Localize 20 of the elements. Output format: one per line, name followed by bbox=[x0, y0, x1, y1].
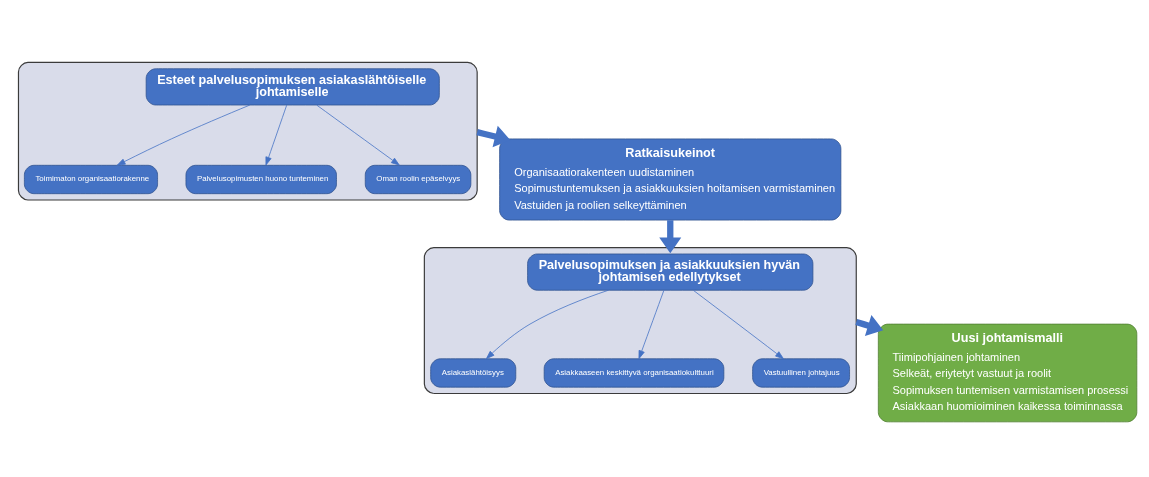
arrow bbox=[659, 219, 682, 253]
node-box: Vastuullinen johtajuus bbox=[752, 357, 850, 388]
node-box: Oman roolin epäselvyys bbox=[364, 164, 472, 194]
node-box: Esteet palvelusopimuksen asiakaslähtöiselle johtamiselle bbox=[145, 67, 440, 105]
arrow bbox=[486, 289, 609, 359]
node-box: Asiakaslähtöisyys bbox=[430, 357, 517, 388]
cluster bbox=[17, 61, 478, 201]
arrow bbox=[116, 104, 251, 166]
arrow bbox=[476, 125, 511, 147]
node-box: Palvelusopimuksen ja asiakkuuksien hyvän johtamisen edellytykset bbox=[527, 253, 814, 291]
node-box: Palvelusopimusten huono tunteminen bbox=[185, 164, 337, 194]
arrow bbox=[316, 104, 400, 165]
node-box: Ratkaisukeinot Organisaatiorakenteen uudistaminen Sopimustuntemuksen ja asiakkuuksien hoitamisen varmistaminen Vastuiden ja roolien selkeyttäminen bbox=[499, 138, 842, 220]
arrow bbox=[265, 104, 288, 165]
cluster bbox=[423, 246, 857, 394]
arrow bbox=[693, 289, 784, 359]
node-box: Toimimaton organisaatiorakenne bbox=[24, 164, 158, 194]
arrow bbox=[638, 289, 665, 359]
node-box: Uusi johtamismalli Tiimipohjainen johtaminen Selkeät, eriytetyt vastuut ja roolit Sopimuksen tuntemisen varmistamisen prosessi Asiakkaan huomioiminen kaikessa toiminnassa bbox=[877, 323, 1138, 422]
node-box: Asiakkaaseen keskittyvä organisaatiokulttuuri bbox=[543, 357, 725, 388]
